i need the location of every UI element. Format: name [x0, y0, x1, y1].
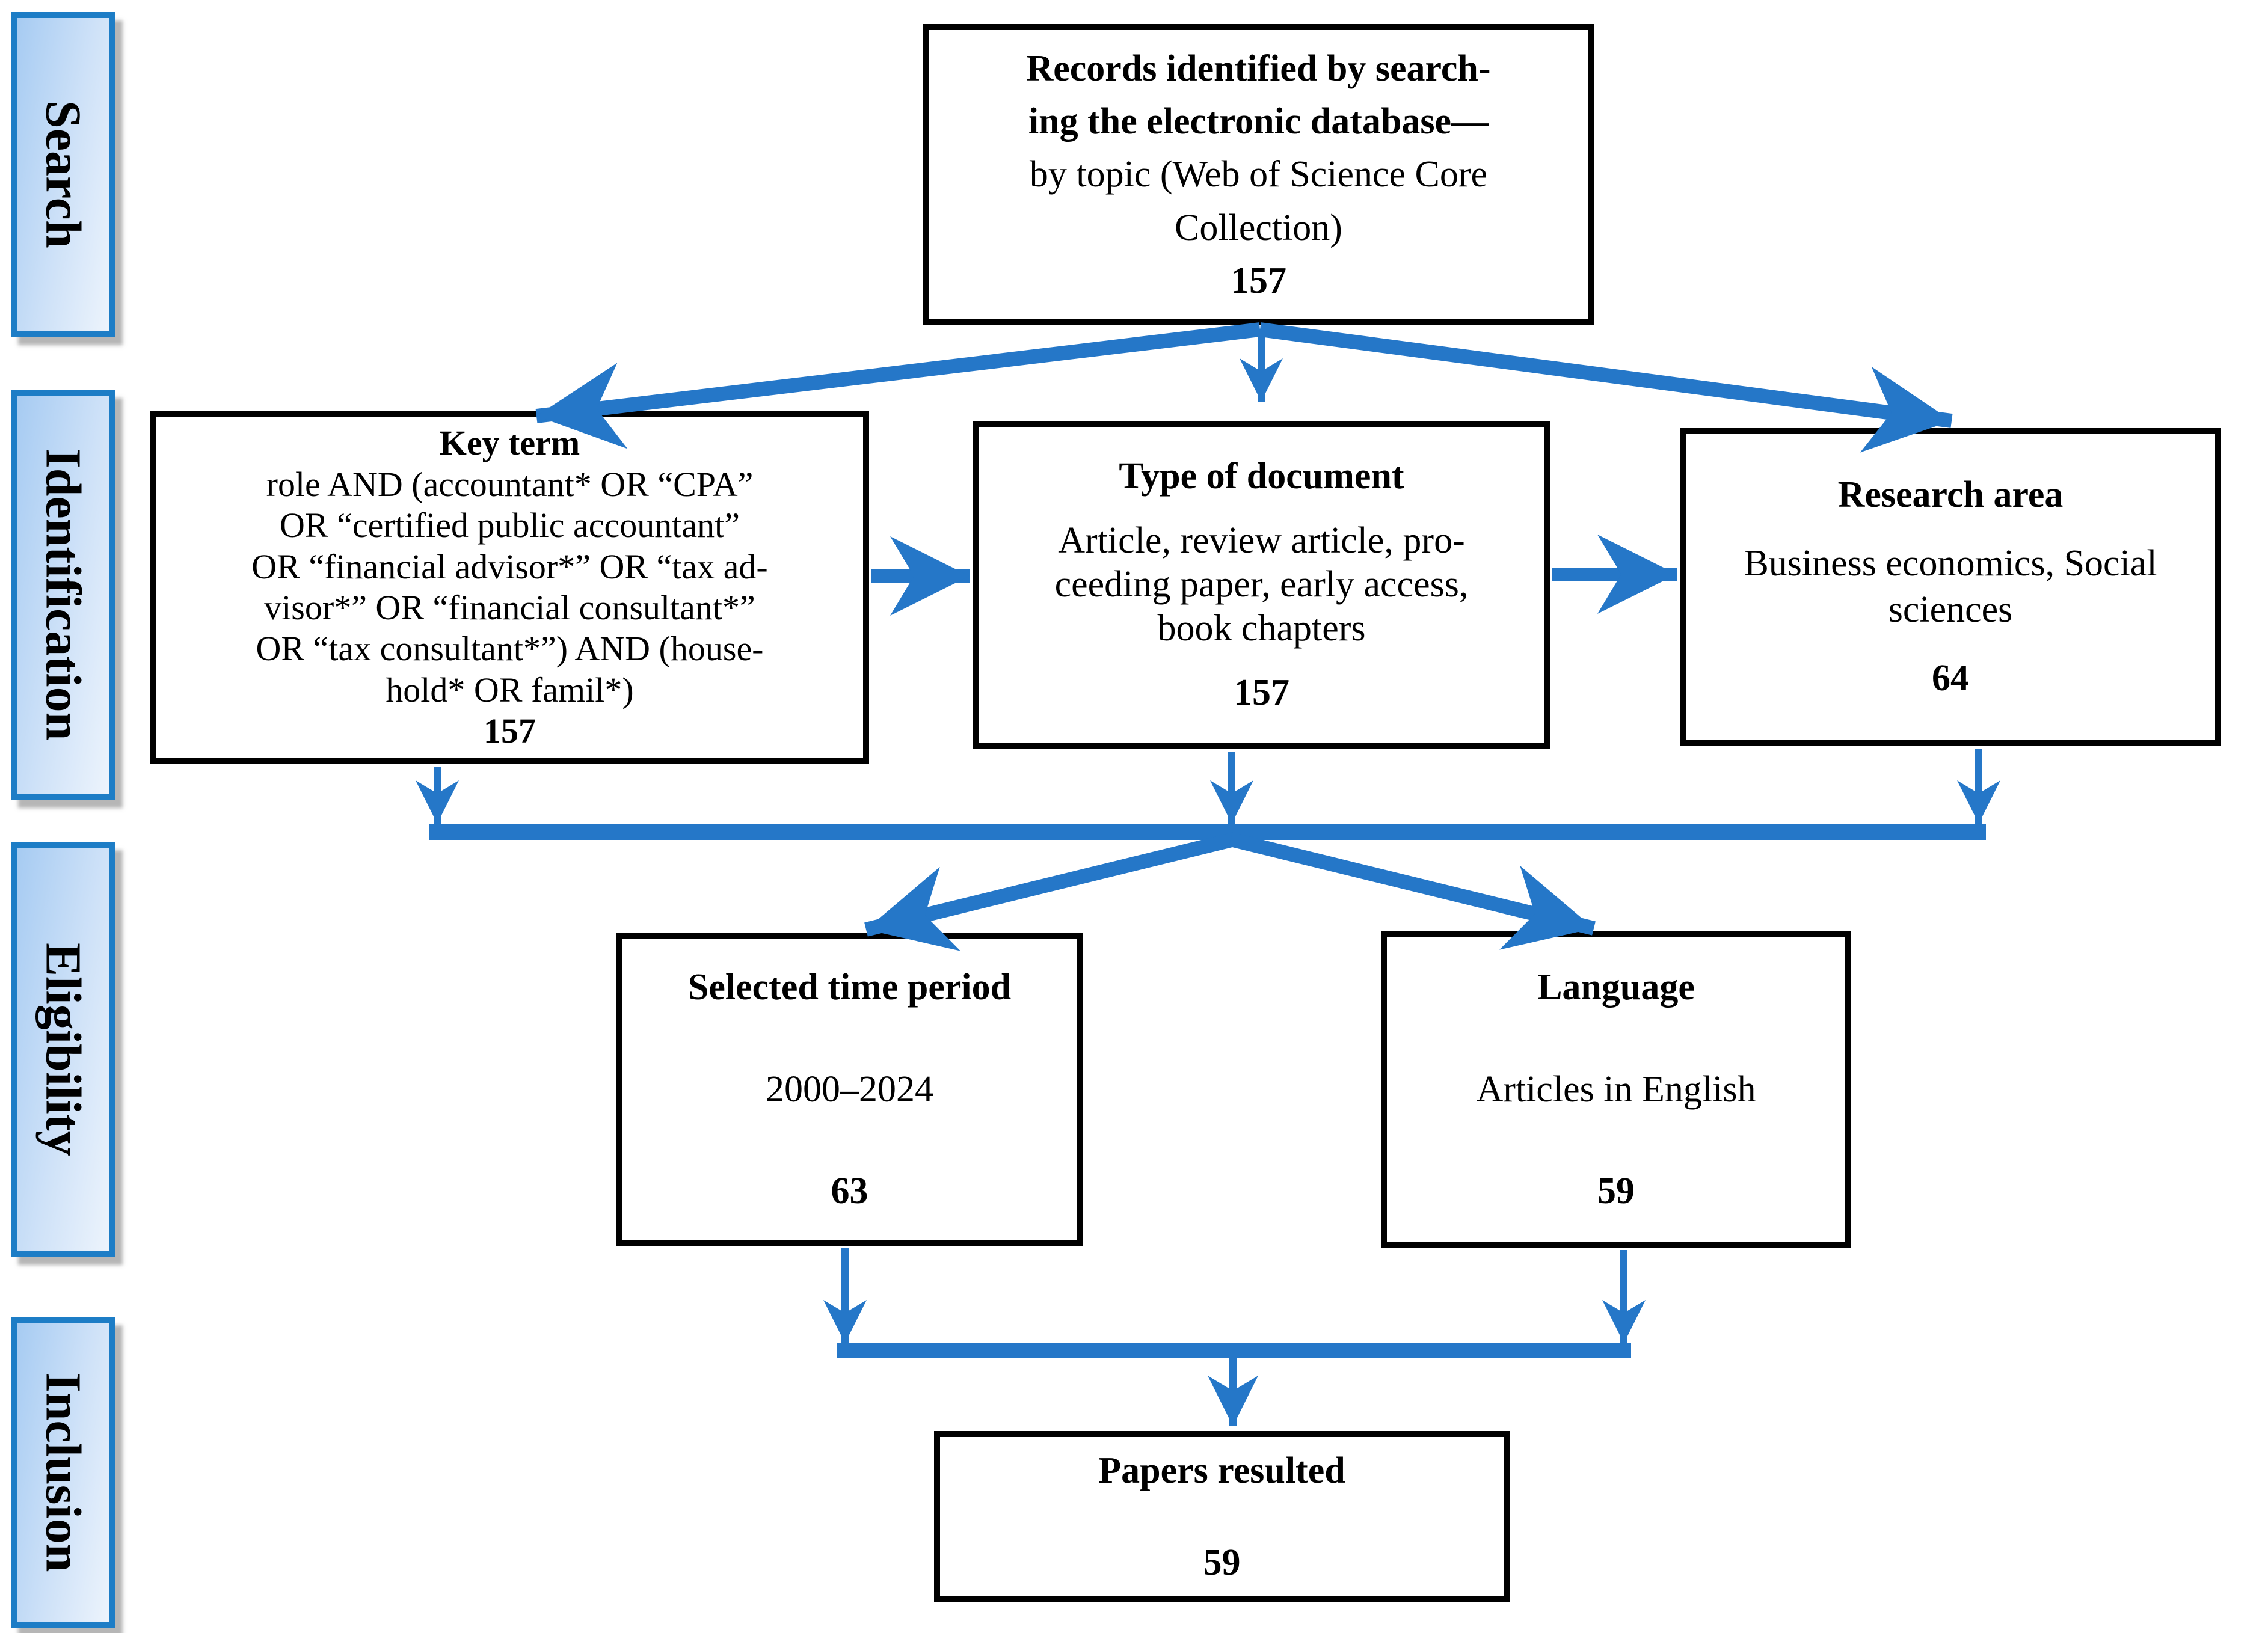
box-count: 157: [484, 711, 536, 751]
box-body: role AND (accountant* OR “CPA” OR “certi…: [251, 464, 768, 709]
box-count: 157: [1231, 260, 1286, 301]
arrow-bar-to-language: [1229, 832, 1596, 950]
box-title: Research area: [1837, 474, 2064, 515]
box-body: Articles in English: [1476, 1068, 1756, 1110]
box-body: by topic (Web of Science Core Collection…: [1029, 154, 1488, 248]
box-count: 63: [831, 1171, 868, 1212]
box-count: 157: [1234, 672, 1289, 714]
stage-label-eligibility-text: Eligibility: [35, 942, 91, 1156]
box-title: Type of document: [1119, 455, 1404, 497]
stage-label-search: Search: [11, 12, 115, 337]
box-body: 2000–2024: [766, 1068, 933, 1110]
stage-label-inclusion-text: Inclusion: [35, 1373, 91, 1572]
stage-label-identification-text: Identification: [35, 449, 91, 741]
arrow-bar-to-timeperiod: [864, 832, 1236, 951]
box-language: Language Articles in English 59: [1381, 931, 1851, 1248]
box-body: Article, review article, pro- ceeding pa…: [1054, 519, 1469, 649]
stage-label-search-text: Search: [35, 100, 91, 248]
box-records-identified: Records identified by search- ing the el…: [923, 24, 1594, 325]
stage-label-inclusion: Inclusion: [11, 1317, 115, 1628]
arrow-records-to-keyterm: [535, 322, 1261, 449]
stage-label-eligibility: Eligibility: [11, 842, 115, 1257]
box-selected-time-period: Selected time period 2000–2024 63: [616, 933, 1083, 1246]
box-type-of-document: Type of document Article, review article…: [973, 421, 1550, 749]
box-papers-resulted: Papers resulted 59: [934, 1431, 1510, 1602]
box-title: Language: [1537, 967, 1695, 1008]
arrow-records-to-research: [1259, 322, 1953, 453]
box-research-area: Research area Business economics, Social…: [1680, 428, 2221, 746]
box-title: Records identified by search- ing the el…: [1026, 48, 1491, 142]
box-count: 64: [1932, 657, 1969, 699]
box-key-term: Key term role AND (accountant* OR “CPA” …: [150, 411, 869, 764]
box-title: Papers resulted: [1098, 1450, 1345, 1492]
box-title: Key term: [439, 423, 580, 463]
box-count: 59: [1597, 1171, 1635, 1212]
box-body: Business economics, Social sciences: [1744, 542, 2157, 631]
box-title: Selected time period: [687, 967, 1012, 1008]
box-count: 59: [1203, 1542, 1241, 1583]
stage-label-identification: Identification: [11, 390, 115, 800]
